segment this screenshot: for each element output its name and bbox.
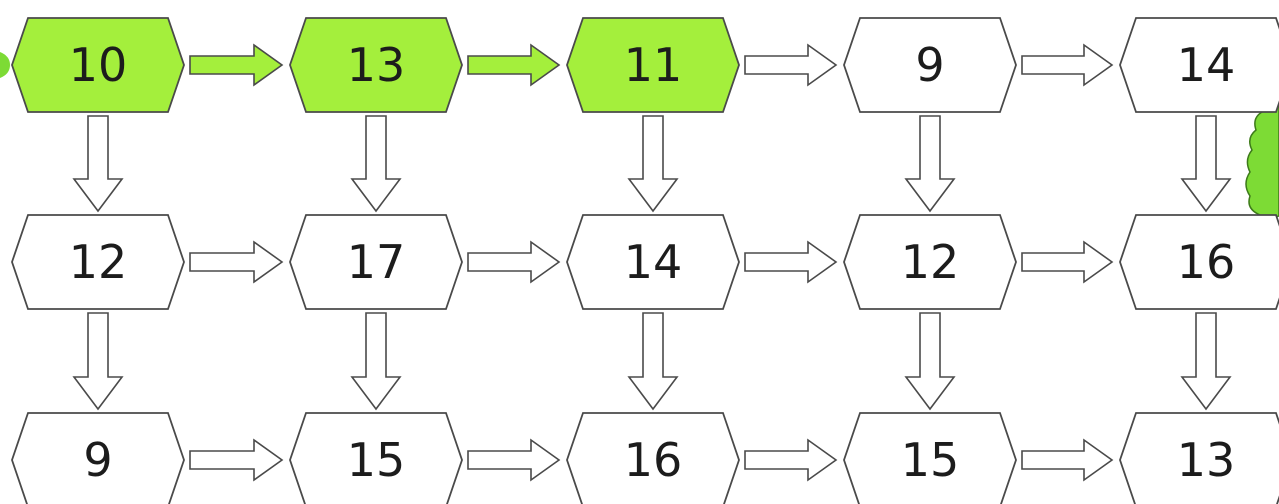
hexagon-shape: [11, 17, 185, 113]
hex-number: 13: [1177, 433, 1236, 487]
arrow-down-r1-c2: [627, 312, 679, 411]
hexagon-shape: [566, 214, 740, 310]
hex-number: 16: [1177, 235, 1236, 289]
arrow-right-r2-c3: [1021, 438, 1114, 482]
hex-cell-r2-c2: 16: [566, 412, 740, 504]
hexagon-shape: [11, 214, 185, 310]
hex-number: 16: [624, 433, 683, 487]
hex-cell-r0-c1: 13: [289, 17, 463, 113]
hex-number: 12: [69, 235, 128, 289]
hexagon-shape: [843, 214, 1017, 310]
hexagon-shape: [1119, 412, 1279, 504]
arrow-right-r0-c1: [467, 43, 561, 87]
arrow-right-r1-c0: [189, 240, 284, 284]
hex-cell-r2-c4: 13: [1119, 412, 1279, 504]
hex-cell-r1-c1: 17: [289, 214, 463, 310]
hexagons-layer: 10 13 11 9 14 12 17 14 12 16 9 15 16 15 13: [11, 17, 1279, 504]
arrow-down-r1-c4: [1180, 312, 1232, 411]
hexagon-shape: [843, 17, 1017, 113]
arrow-down-r0-c4: [1180, 115, 1232, 213]
hex-cell-r1-c2: 14: [566, 214, 740, 310]
hex-cell-r0-c3: 9: [843, 17, 1017, 113]
arrow-right-r0-c2: [744, 43, 838, 87]
arrow-down-r0-c2: [627, 115, 679, 213]
hexagon-shape: [289, 412, 463, 504]
hex-number: 15: [901, 433, 960, 487]
arrow-right-r1-c3: [1021, 240, 1114, 284]
hexagon-shape: [566, 17, 740, 113]
hex-number: 15: [347, 433, 406, 487]
hex-cell-r0-c2: 11: [566, 17, 740, 113]
hex-number: 14: [1177, 38, 1236, 92]
arrow-right-r1-c2: [744, 240, 838, 284]
hex-number: 11: [624, 38, 683, 92]
hexagon-shape: [1119, 17, 1279, 113]
hex-cell-r0-c0: 10: [11, 17, 185, 113]
arrow-down-r1-c0: [72, 312, 124, 411]
hex-cell-r2-c3: 15: [843, 412, 1017, 504]
hex-cell-r0-c4: 14: [1119, 17, 1279, 113]
hexagon-shape: [843, 412, 1017, 504]
hex-number: 12: [901, 235, 960, 289]
arrow-right-r2-c0: [189, 438, 284, 482]
arrow-down-r0-c0: [72, 115, 124, 213]
right-edge-bush: [1245, 94, 1279, 219]
hexagon-shape: [11, 412, 185, 504]
hex-number: 17: [347, 235, 406, 289]
left-edge-blob: [0, 52, 10, 78]
hex-cell-r2-c1: 15: [289, 412, 463, 504]
arrow-right-r0-c0: [189, 43, 284, 87]
arrow-right-r2-c2: [744, 438, 838, 482]
hex-number: 9: [83, 433, 112, 487]
hexagon-shape: [289, 17, 463, 113]
arrow-down-r1-c3: [904, 312, 956, 411]
hex-number: 9: [915, 38, 944, 92]
decorations: [0, 52, 1279, 219]
hexagon-shape: [289, 214, 463, 310]
arrow-right-r2-c1: [467, 438, 561, 482]
hex-cell-r1-c0: 12: [11, 214, 185, 310]
hex-number: 13: [347, 38, 406, 92]
arrow-right-r0-c3: [1021, 43, 1114, 87]
hex-cell-r1-c3: 12: [843, 214, 1017, 310]
arrow-down-r0-c3: [904, 115, 956, 213]
arrow-down-r0-c1: [350, 115, 402, 213]
arrows-layer: [72, 43, 1232, 482]
hex-number: 14: [624, 235, 683, 289]
hexagon-shape: [1119, 214, 1279, 310]
arrow-down-r1-c1: [350, 312, 402, 411]
hex-cell-r2-c0: 9: [11, 412, 185, 504]
arrow-right-r1-c1: [467, 240, 561, 284]
hex-cell-r1-c4: 16: [1119, 214, 1279, 310]
hex-number: 10: [69, 38, 128, 92]
hexagon-shape: [566, 412, 740, 504]
